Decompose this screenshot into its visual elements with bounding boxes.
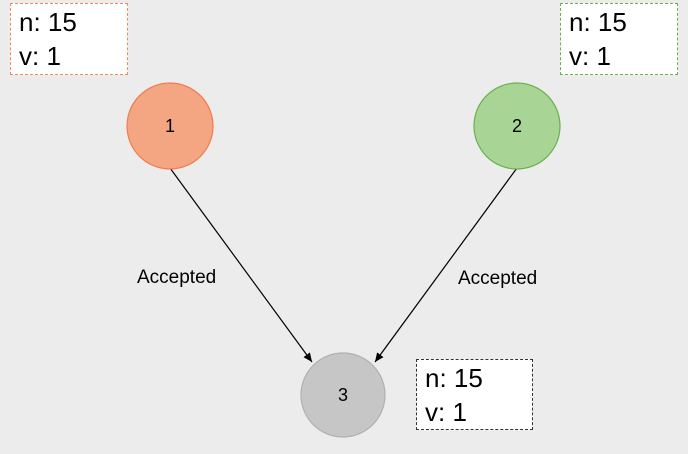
state-v-value: v: 1 bbox=[569, 41, 611, 71]
state-box-node-1: n: 15 v: 1 bbox=[10, 3, 128, 75]
edge-1-to-3 bbox=[169, 167, 313, 363]
state-v-value: v: 1 bbox=[425, 397, 467, 427]
state-box-node-3: n: 15 v: 1 bbox=[416, 359, 533, 430]
edge-2-to-3 bbox=[374, 167, 518, 363]
node-3-label: 3 bbox=[338, 385, 348, 405]
node-2-label: 2 bbox=[512, 116, 522, 136]
state-n-value: n: 15 bbox=[19, 7, 77, 37]
node-3-circle[interactable] bbox=[300, 352, 386, 438]
node-1-label: 1 bbox=[165, 116, 175, 136]
state-v-value: v: 1 bbox=[19, 41, 61, 71]
state-n-value: n: 15 bbox=[569, 7, 627, 37]
state-box-node-2: n: 15 v: 1 bbox=[560, 3, 678, 75]
edge-label-2-to-3: Accepted bbox=[458, 268, 537, 289]
edge-label-1-to-3: Accepted bbox=[137, 267, 216, 288]
node-1-circle[interactable] bbox=[126, 82, 214, 170]
node-2-circle[interactable] bbox=[473, 82, 561, 170]
state-n-value: n: 15 bbox=[425, 363, 483, 393]
